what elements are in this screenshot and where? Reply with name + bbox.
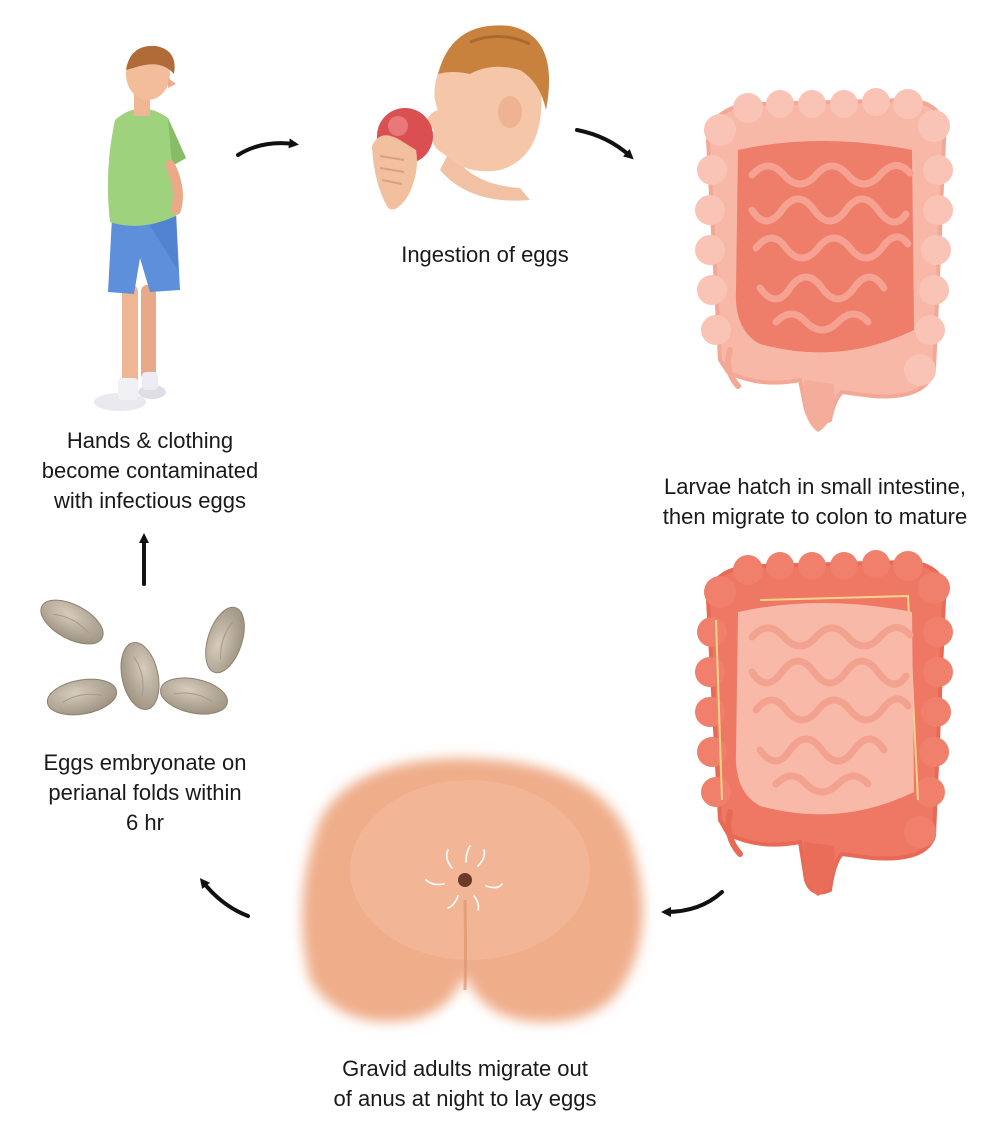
- worm-marks-icon: [425, 845, 503, 911]
- boy-standing-icon: [94, 45, 186, 411]
- label-hatch: Larvae hatch in small intestine, then mi…: [632, 472, 998, 532]
- arrow-ingestion-to-hatch: [575, 128, 634, 160]
- arrow-perianal-to-eggs: [199, 878, 250, 918]
- perianal-region-icon: [302, 758, 643, 1022]
- arrow-colon-to-perianal: [661, 890, 724, 917]
- label-hatch-line-1: Larvae hatch in small intestine,: [663, 474, 967, 499]
- small-intestine-highlighted-icon: [695, 88, 953, 432]
- label-migration-line-2: of anus at night to lay eggs: [333, 1086, 597, 1111]
- colon-highlighted-icon: [695, 550, 953, 896]
- label-contamination-line-2: become contaminated: [41, 458, 259, 483]
- label-ingestion: Ingestion of eggs: [360, 240, 610, 270]
- label-ingestion-line-1: Ingestion of eggs: [401, 242, 569, 267]
- label-contamination: Hands & clothing become contaminated wit…: [30, 426, 270, 516]
- label-embryonate-line-2: perianal folds within: [48, 780, 242, 805]
- pinworm-eggs-icon: [40, 599, 245, 716]
- label-embryonate-line-1: Eggs embryonate on: [43, 750, 247, 775]
- label-migration: Gravid adults migrate out of anus at nig…: [300, 1054, 630, 1114]
- label-migration-line-1: Gravid adults migrate out: [342, 1056, 588, 1081]
- label-contamination-line-3: with infectious eggs: [54, 488, 246, 513]
- label-hatch-line-2: then migrate to colon to mature: [662, 504, 968, 529]
- boy-eating-apple-icon: [372, 25, 550, 210]
- arrow-contamination-to-ingestion: [236, 138, 299, 157]
- label-embryonate: Eggs embryonate on perianal folds within…: [20, 748, 270, 838]
- label-embryonate-line-3: 6 hr: [126, 810, 164, 835]
- label-contamination-line-1: Hands & clothing: [66, 428, 234, 453]
